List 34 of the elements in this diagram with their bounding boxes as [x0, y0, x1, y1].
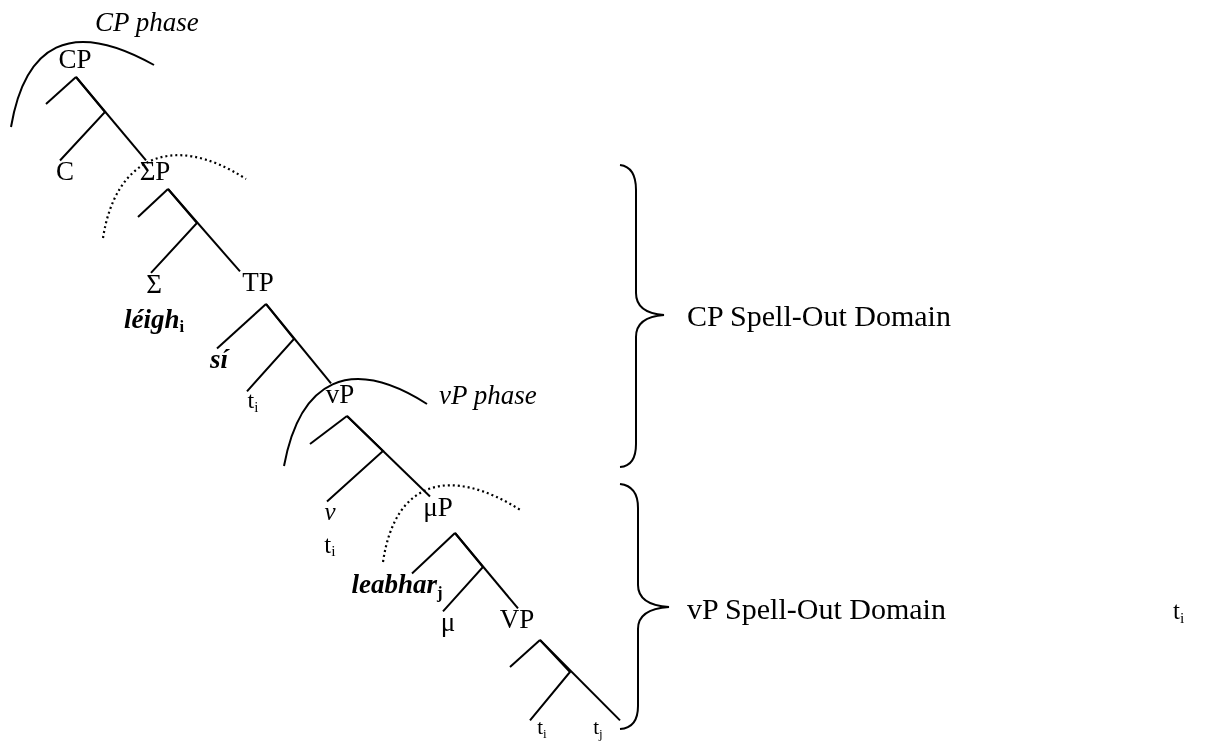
- tree-branch: [509, 639, 541, 668]
- trace-label: t$_{i}$: [1173, 597, 1185, 625]
- tree-branch: [346, 415, 431, 498]
- category-label: Σ: [146, 267, 162, 301]
- category-label: μ: [440, 605, 456, 641]
- category-label: CP: [58, 42, 92, 78]
- tree-branch: [167, 188, 241, 273]
- tree-branch: [45, 76, 77, 105]
- tree-branch: [454, 532, 519, 610]
- tree-branch: [75, 76, 147, 162]
- word-label: t$_{i}$: [324, 529, 336, 561]
- category-label: vP: [325, 377, 355, 413]
- category-label: v: [324, 496, 336, 527]
- tree-branch: [539, 639, 621, 722]
- category-label: TP: [242, 265, 274, 301]
- category-label: t$_{i}$: [537, 714, 547, 742]
- domain-label: vP Spell-Out Domain: [687, 592, 946, 626]
- tree-branch: [411, 532, 456, 575]
- category-label: C: [56, 154, 74, 190]
- tree-branch: [216, 303, 267, 350]
- domain-label: CP Spell-Out Domain: [687, 299, 951, 333]
- word-label: léigh$_{i}$: [123, 303, 185, 338]
- category-label: t$_{j}$: [593, 714, 603, 742]
- tree-branch: [309, 415, 348, 445]
- category-label: leabhar$_{j}$: [351, 567, 443, 603]
- tree-branch: [265, 303, 332, 385]
- phase-label: CP phase: [95, 6, 199, 38]
- category-label: t$_{i}$: [247, 385, 259, 417]
- category-label: μP: [423, 490, 453, 526]
- phase-label: vP phase: [439, 379, 537, 411]
- category-label: ΣP: [139, 154, 171, 190]
- tree-branch: [137, 188, 169, 218]
- category-label: sí: [210, 342, 228, 378]
- category-label: VP: [499, 602, 535, 638]
